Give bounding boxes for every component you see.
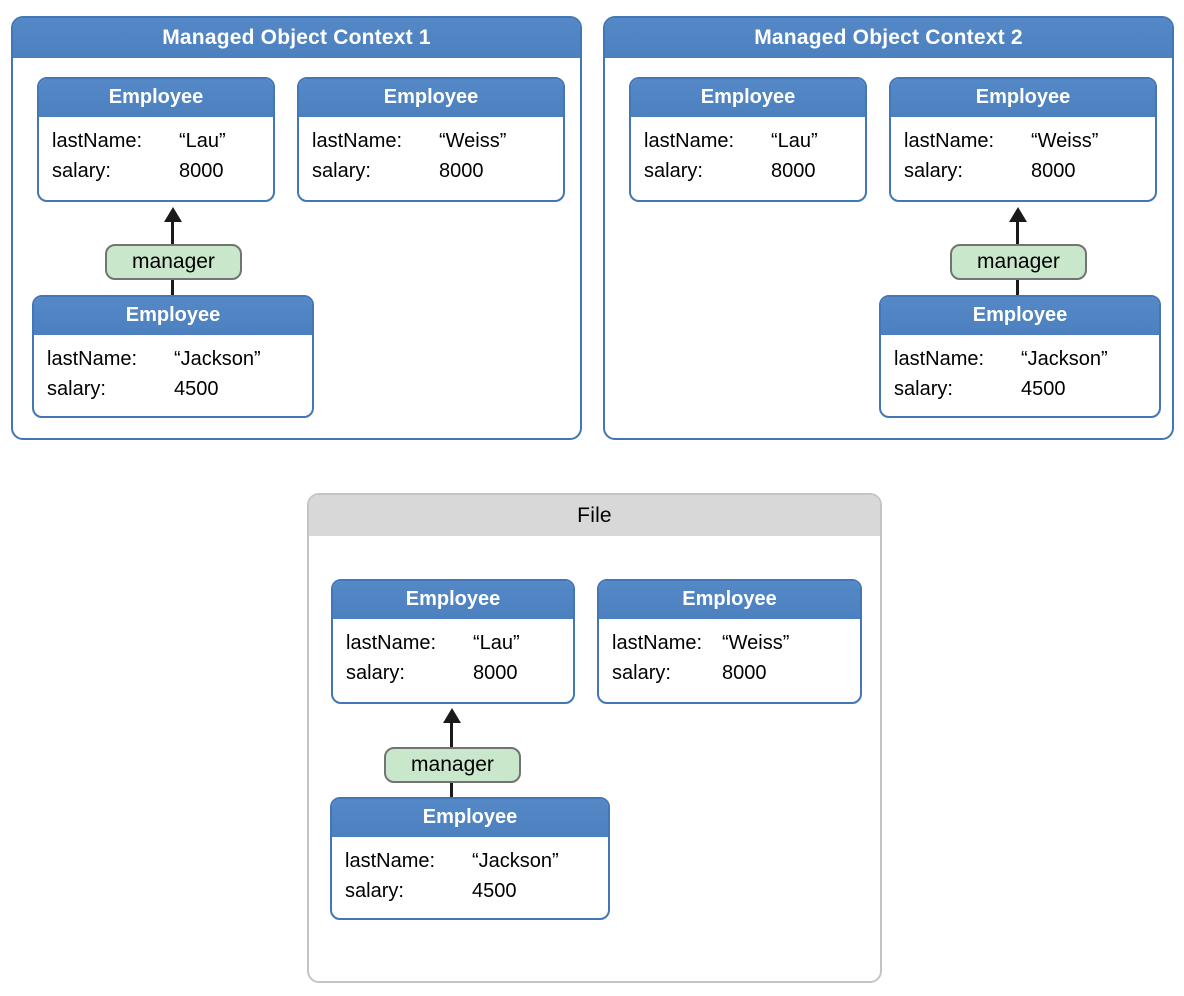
employee-entity-name: Employee (332, 799, 608, 837)
employee-attributes: lastName: “Lau” salary: 8000 (39, 117, 273, 186)
attribute-value: “Lau” (473, 632, 520, 654)
employee-attributes: lastName: “Lau” salary: 8000 (631, 117, 865, 186)
attribute-value: 8000 (1031, 160, 1076, 182)
attribute-label: lastName: (894, 348, 985, 370)
employee-entity-name: Employee (881, 297, 1159, 335)
employee-box-lau: Employee lastName: “Lau” salary: 8000 (331, 579, 575, 704)
employee-entity-name: Employee (599, 581, 860, 619)
attribute-row: salary: 8000 (904, 156, 1142, 186)
attribute-row: lastName: “Jackson” (345, 846, 595, 876)
attribute-row: salary: 4500 (894, 374, 1146, 404)
employee-box-jackson: Employee lastName: “Jackson” salary: 450… (879, 295, 1161, 418)
attribute-row: salary: 8000 (612, 658, 847, 688)
employee-attributes: lastName: “Weiss” salary: 8000 (599, 619, 860, 688)
connector-line (450, 721, 453, 747)
employee-box-weiss: Employee lastName: “Weiss” salary: 8000 (597, 579, 862, 704)
attribute-label: lastName: (904, 130, 995, 152)
panel-title: Managed Object Context 1 (13, 18, 580, 58)
attribute-value: 8000 (179, 160, 224, 182)
arrow-up-icon (443, 708, 461, 723)
attribute-value: “Lau” (179, 130, 226, 152)
manager-relationship-pill: manager (384, 747, 521, 783)
attribute-label: lastName: (346, 632, 437, 654)
attribute-value: “Lau” (771, 130, 818, 152)
file-title: File (309, 495, 880, 536)
attribute-value: “Jackson” (174, 348, 261, 370)
panel-title: Managed Object Context 2 (605, 18, 1172, 58)
employee-entity-name: Employee (333, 581, 573, 619)
attribute-label: salary: (345, 880, 404, 902)
attribute-row: salary: 4500 (47, 374, 299, 404)
attribute-label: lastName: (52, 130, 143, 152)
attribute-label: salary: (612, 662, 671, 684)
employee-attributes: lastName: “Weiss” salary: 8000 (891, 117, 1155, 186)
attribute-value: 4500 (472, 880, 517, 902)
employee-entity-name: Employee (891, 79, 1155, 117)
attribute-label: salary: (312, 160, 371, 182)
attribute-label: salary: (904, 160, 963, 182)
attribute-row: lastName: “Lau” (644, 126, 852, 156)
employee-box-lau: Employee lastName: “Lau” salary: 8000 (629, 77, 867, 202)
file-panel: File Employee lastName: “Lau” salary: 80… (307, 493, 882, 983)
manager-relationship-pill: manager (105, 244, 242, 280)
employee-attributes: lastName: “Jackson” salary: 4500 (332, 837, 608, 906)
attribute-row: lastName: “Jackson” (47, 344, 299, 374)
attribute-label: salary: (644, 160, 703, 182)
attribute-label: lastName: (47, 348, 138, 370)
attribute-row: lastName: “Weiss” (612, 628, 847, 658)
attribute-row: lastName: “Weiss” (312, 126, 550, 156)
connector-line (171, 220, 174, 244)
employee-entity-name: Employee (39, 79, 273, 117)
manager-relationship-pill: manager (950, 244, 1087, 280)
arrow-up-icon (1009, 207, 1027, 222)
attribute-value: “Weiss” (439, 130, 507, 152)
attribute-value: 8000 (473, 662, 518, 684)
employee-attributes: lastName: “Weiss” salary: 8000 (299, 117, 563, 186)
attribute-value: “Weiss” (722, 632, 790, 654)
attribute-value: “Jackson” (472, 850, 559, 872)
arrow-up-icon (164, 207, 182, 222)
connector-line (450, 783, 453, 797)
attribute-value: 8000 (722, 662, 767, 684)
attribute-row: lastName: “Weiss” (904, 126, 1142, 156)
connector-line (1016, 280, 1019, 295)
managed-object-context-2-panel: Managed Object Context 2 Employee lastNa… (603, 16, 1174, 440)
attribute-label: lastName: (312, 130, 403, 152)
connector-line (1016, 220, 1019, 244)
employee-entity-name: Employee (34, 297, 312, 335)
attribute-value: 4500 (1021, 378, 1066, 400)
employee-box-lau: Employee lastName: “Lau” salary: 8000 (37, 77, 275, 202)
attribute-row: salary: 8000 (52, 156, 260, 186)
attribute-row: salary: 8000 (644, 156, 852, 186)
attribute-label: salary: (894, 378, 953, 400)
employee-entity-name: Employee (299, 79, 563, 117)
attribute-value: “Weiss” (1031, 130, 1099, 152)
employee-attributes: lastName: “Jackson” salary: 4500 (34, 335, 312, 404)
attribute-label: lastName: (612, 632, 703, 654)
employee-entity-name: Employee (631, 79, 865, 117)
attribute-row: salary: 8000 (346, 658, 560, 688)
attribute-value: 8000 (439, 160, 484, 182)
attribute-label: salary: (346, 662, 405, 684)
attribute-row: salary: 4500 (345, 876, 595, 906)
managed-object-context-1-panel: Managed Object Context 1 Employee lastNa… (11, 16, 582, 440)
attribute-label: salary: (47, 378, 106, 400)
attribute-label: lastName: (345, 850, 436, 872)
connector-line (171, 280, 174, 295)
employee-box-jackson: Employee lastName: “Jackson” salary: 450… (32, 295, 314, 418)
attribute-row: lastName: “Lau” (346, 628, 560, 658)
attribute-row: salary: 8000 (312, 156, 550, 186)
employee-attributes: lastName: “Lau” salary: 8000 (333, 619, 573, 688)
employee-box-weiss: Employee lastName: “Weiss” salary: 8000 (297, 77, 565, 202)
attribute-value: 4500 (174, 378, 219, 400)
attribute-value: “Jackson” (1021, 348, 1108, 370)
attribute-label: salary: (52, 160, 111, 182)
attribute-label: lastName: (644, 130, 735, 152)
employee-attributes: lastName: “Jackson” salary: 4500 (881, 335, 1159, 404)
employee-box-weiss: Employee lastName: “Weiss” salary: 8000 (889, 77, 1157, 202)
attribute-value: 8000 (771, 160, 816, 182)
attribute-row: lastName: “Jackson” (894, 344, 1146, 374)
employee-box-jackson: Employee lastName: “Jackson” salary: 450… (330, 797, 610, 920)
attribute-row: lastName: “Lau” (52, 126, 260, 156)
